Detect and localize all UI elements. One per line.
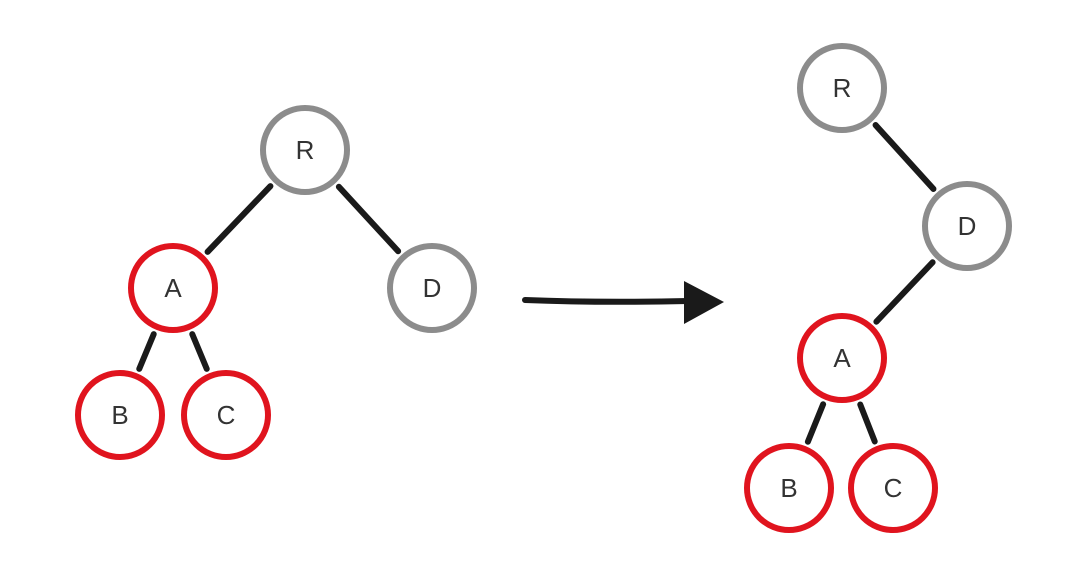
node-circle <box>260 105 350 195</box>
node-B: B <box>744 443 834 533</box>
node-B: B <box>75 370 165 460</box>
node-label: B <box>780 473 797 503</box>
before-tree: R A D B C <box>75 105 477 460</box>
after-tree: R D A B C <box>744 43 1012 533</box>
node-circle <box>797 43 887 133</box>
node-label: D <box>423 273 442 303</box>
node-label: R <box>296 135 315 165</box>
node-D: D <box>387 243 477 333</box>
node-label: B <box>111 400 128 430</box>
node-label: A <box>164 273 182 303</box>
node-A: A <box>128 243 218 333</box>
node-A: A <box>797 313 887 403</box>
edge-A-C <box>857 401 878 445</box>
edge-R-A <box>204 183 274 255</box>
node-circle <box>387 243 477 333</box>
node-label: A <box>833 343 851 373</box>
node-circle <box>75 370 165 460</box>
node-label: D <box>958 211 977 241</box>
node-C: C <box>848 443 938 533</box>
node-R: R <box>797 43 887 133</box>
node-D: D <box>922 181 1012 271</box>
node-circle <box>848 443 938 533</box>
node-label: R <box>833 73 852 103</box>
node-circle <box>797 313 887 403</box>
edge-A-B <box>804 401 827 445</box>
node-circle <box>181 370 271 460</box>
edge-R-D <box>335 183 402 255</box>
edge-A-C <box>189 331 210 372</box>
edge-R-D <box>872 122 937 192</box>
edge-D-A <box>873 259 936 325</box>
node-label: C <box>884 473 903 503</box>
node-circle <box>744 443 834 533</box>
node-C: C <box>181 370 271 460</box>
node-R: R <box>260 105 350 195</box>
node-label: C <box>217 400 236 430</box>
transform-arrow <box>522 281 724 324</box>
node-circle <box>128 243 218 333</box>
edge-A-B <box>136 331 157 372</box>
node-circle <box>922 181 1012 271</box>
